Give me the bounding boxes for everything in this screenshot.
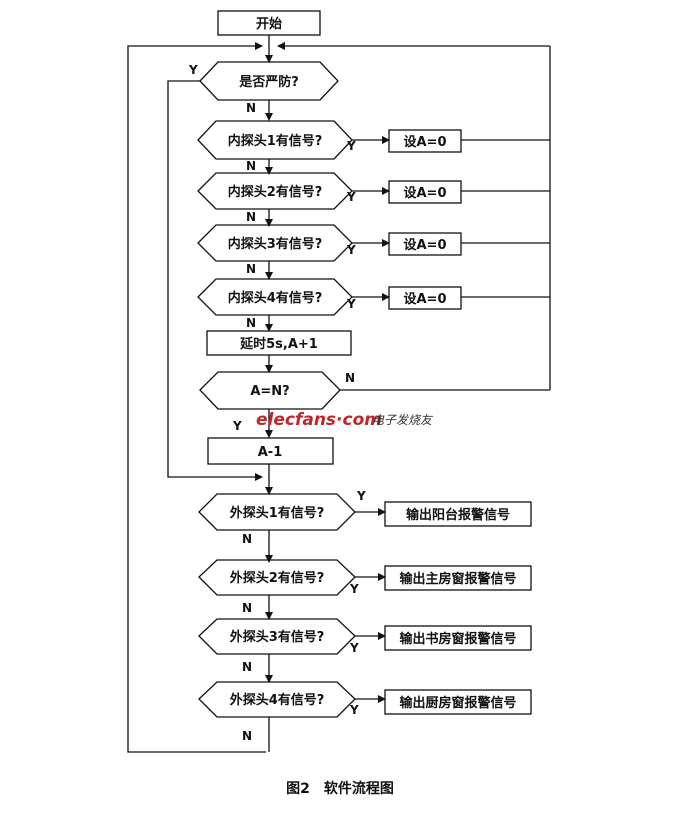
a-minus-1-node	[207, 437, 334, 465]
output-1-label: 输出阳台报警信号	[406, 507, 510, 523]
outer3-yes-label: Y	[349, 641, 359, 655]
inner3-yes-label: Y	[346, 243, 356, 257]
outer-probe-4-label: 外探头4有信号?	[229, 692, 325, 708]
outer-probe-1-label: 外探头1有信号?	[229, 505, 325, 521]
armed-no-label: N	[246, 101, 256, 115]
figure-caption: 图2 软件流程图	[286, 780, 394, 797]
set-a-1-node	[388, 129, 462, 153]
outer1-yes-label: Y	[356, 489, 366, 503]
set-a-4-label: 设A=0	[404, 292, 447, 307]
inner-probe-3-label: 内探头3有信号?	[228, 236, 323, 252]
output-1-node	[384, 501, 532, 527]
inner-probe-4-label: 内探头4有信号?	[228, 290, 323, 306]
inner2-yes-label: Y	[346, 190, 356, 204]
inner-probe-2-label: 内探头2有信号?	[228, 184, 323, 200]
inner3-no-label: N	[246, 262, 256, 276]
set-a-4-node	[388, 286, 462, 310]
output-3-label: 输出书房窗报警信号	[399, 631, 516, 647]
armed-yes-label: Y	[188, 63, 198, 77]
set-a-1-label: 设A=0	[404, 135, 447, 150]
set-a-2-label: 设A=0	[404, 186, 447, 201]
delay-label: 延时5s,A+1	[239, 336, 318, 352]
a-equals-n-label: A=N?	[250, 384, 289, 399]
inner4-no-label: N	[246, 316, 256, 330]
outer4-yes-label: Y	[349, 703, 359, 717]
inner1-yes-label: Y	[346, 139, 356, 153]
set-a-2-node	[388, 180, 462, 204]
a-minus-1-label: A-1	[258, 445, 283, 460]
outer-probe-3-label: 外探头3有信号?	[229, 629, 325, 645]
a-equals-n-no-label: N	[345, 371, 355, 385]
start-label: 开始	[256, 16, 282, 32]
outer2-no-label: N	[242, 601, 252, 615]
inner2-no-label: N	[246, 210, 256, 224]
delay-node	[206, 330, 352, 356]
main-loop-line	[127, 42, 266, 753]
output-4-label: 输出厨房窗报警信号	[399, 695, 516, 711]
outer3-no-label: N	[242, 660, 252, 674]
output-2-label: 输出主房窗报警信号	[399, 571, 516, 587]
armed-check-node	[199, 61, 339, 101]
watermark-tagline: 电子发烧友	[372, 413, 434, 427]
outer-probe-2-label: 外探头2有信号?	[229, 570, 325, 586]
inner1-no-label: N	[246, 159, 256, 173]
inner4-yes-label: Y	[346, 297, 356, 311]
output-3-node	[384, 625, 532, 651]
a-equals-n-yes-label: Y	[232, 419, 242, 433]
outer2-yes-label: Y	[349, 582, 359, 596]
set-a-3-node	[388, 232, 462, 256]
outer1-no-label: N	[242, 532, 252, 546]
armed-bypass-line	[167, 80, 263, 481]
output-4-node	[384, 689, 532, 715]
watermark-brand: elecfans·com	[256, 410, 382, 430]
outer4-no-label: N	[242, 729, 252, 743]
output-2-node	[384, 565, 532, 591]
armed-check-label: 是否严防?	[238, 74, 299, 90]
set-a-3-label: 设A=0	[404, 238, 447, 253]
inner-probe-1-label: 内探头1有信号?	[228, 133, 323, 149]
